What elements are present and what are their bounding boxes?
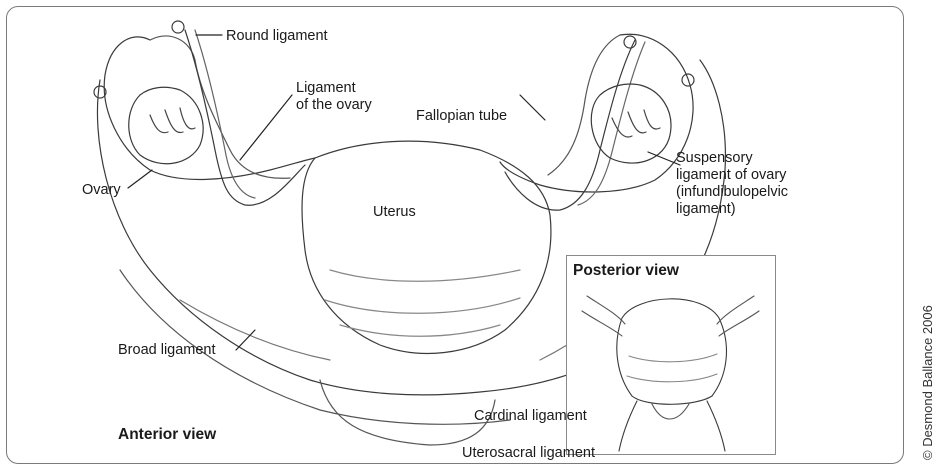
right-ovary: [591, 84, 671, 163]
left-ovary: [129, 87, 203, 163]
posterior-cardinal-ligament: [619, 401, 725, 451]
uterosacral-ligament-label: Uterosacral ligament: [462, 445, 595, 462]
posterior-uterosacral-ligament: [652, 404, 689, 419]
suspensory-ligament-label: Suspensory ligament of ovary (infundibul…: [676, 150, 788, 218]
ovary-label: Ovary: [82, 182, 121, 199]
right-fallopian-tube: [500, 34, 693, 192]
uterus-label: Uterus: [373, 204, 416, 221]
ligament-of-ovary-label: Ligament of the ovary: [296, 80, 372, 114]
anterior-view-label: Anterior view: [118, 426, 216, 443]
copyright-notice: © Desmond Ballance 2006: [920, 305, 935, 460]
fallopian-tube-label: Fallopian tube: [416, 108, 507, 125]
cardinal-ligament-label: Cardinal ligament: [474, 408, 587, 425]
posterior-view-inset: Posterior view: [566, 255, 776, 455]
posterior-view-drawing: [567, 256, 774, 453]
posterior-uterus: [617, 299, 727, 404]
round-ligament-label: Round ligament: [226, 28, 328, 45]
broad-ligament-label: Broad ligament: [118, 342, 216, 359]
